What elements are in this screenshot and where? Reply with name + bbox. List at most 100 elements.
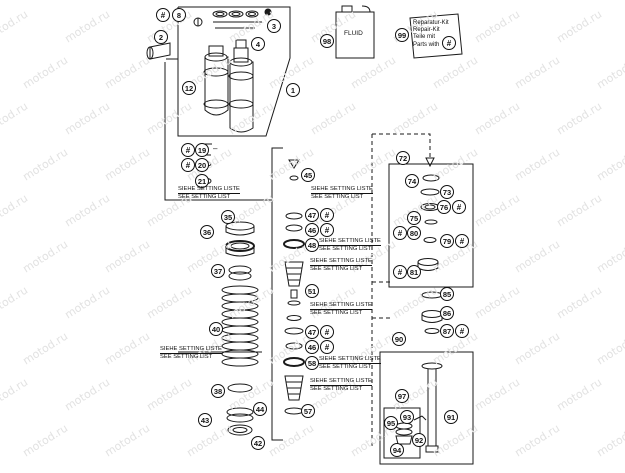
callout-98: 98 — [320, 34, 334, 48]
setting-list-de-3: SIEHE SETTING LISTE — [311, 186, 373, 194]
setting-list-de-1: SIEHE SETTING LISTE — [178, 186, 240, 194]
shock-assembly-group — [146, 6, 291, 137]
setting-list-label-3: SIEHE SETTING LISTE SEE SETTING LIST — [311, 186, 373, 201]
callout-20: 20 — [195, 158, 209, 172]
setting-list-en-8: SEE SETTING LIST — [310, 386, 363, 392]
callout-76: 76 — [437, 200, 451, 214]
callout-hash-81: # — [393, 265, 407, 279]
parts-85-87 — [421, 291, 443, 334]
callout-72: 72 — [396, 151, 410, 165]
callout-79: 79 — [440, 234, 454, 248]
callout-37: 37 — [211, 264, 225, 278]
callout-97: 97 — [395, 389, 409, 403]
fluid-can — [335, 5, 375, 59]
dash-19: – — [213, 144, 218, 153]
callout-57: 57 — [301, 404, 315, 418]
callout-hash-80: # — [393, 226, 407, 240]
setting-list-de-7: SIEHE SETTING LISTE — [319, 356, 381, 364]
leader-bracket-center — [271, 147, 283, 441]
setting-list-en-5: SEE SETTING LIST — [310, 266, 363, 272]
repair-kit-box — [409, 13, 463, 59]
setting-list-label-1: SIEHE SETTING LISTE SEE SETTING LIST — [178, 186, 240, 201]
callout-75: 75 — [407, 211, 421, 225]
setting-list-de-6: SIEHE SETTING LISTE — [310, 302, 372, 310]
assembly-frame — [177, 6, 291, 137]
setting-list-en-2: SEE SETTING LIST — [160, 354, 213, 360]
leader-bracket-left — [164, 62, 273, 201]
setting-list-de-4: SIEHE SETTING LISTE — [319, 238, 381, 246]
callout-91: 91 — [444, 410, 458, 424]
callout-21: 21 — [195, 174, 209, 188]
callout-92: 92 — [412, 433, 426, 447]
setting-list-en-3: SEE SETTING LIST — [311, 194, 364, 200]
callout-hash-kit: # — [442, 36, 456, 50]
callout-74: 74 — [405, 174, 419, 188]
setting-list-en-7: SEE SETTING LIST — [319, 364, 372, 370]
callout-hash-76: # — [452, 200, 466, 214]
callout-hash-20: # — [181, 158, 195, 172]
callout-38: 38 — [211, 384, 225, 398]
callout-58: 58 — [305, 356, 319, 370]
callout-12: 12 — [182, 81, 196, 95]
callout-99: 99 — [395, 28, 409, 42]
callout-42: 42 — [251, 436, 265, 450]
callout-94: 94 — [390, 443, 404, 457]
callout-47: 47 — [305, 208, 319, 222]
callout-hash-87: # — [455, 324, 469, 338]
callout-46: 46 — [305, 223, 319, 237]
piston-rod-box-90 — [379, 351, 474, 465]
callout-87: 87 — [440, 324, 454, 338]
fluid-label: FLUID — [344, 30, 363, 37]
callout-85: 85 — [440, 287, 454, 301]
setting-list-de-5: SIEHE SETTING LISTE — [310, 258, 372, 266]
callout-86: 86 — [440, 306, 454, 320]
setting-list-label-5: SIEHE SETTING LISTE SEE SETTING LIST — [310, 258, 372, 273]
callout-19: 19 — [195, 143, 209, 157]
callout-hash: # — [156, 8, 170, 22]
callout-47b: 47 — [305, 325, 319, 339]
callout-80: 80 — [407, 226, 421, 240]
repair-kit-line1: Reparatur-Kit — [413, 20, 449, 26]
callout-90: 90 — [392, 332, 406, 346]
callout-hash-47b: # — [320, 325, 334, 339]
callout-hash-19: # — [181, 143, 195, 157]
part-reservoir — [203, 45, 229, 116]
callout-45: 45 — [301, 168, 315, 182]
callout-73: 73 — [440, 185, 454, 199]
setting-list-en-4: SEE SETTING LIST — [319, 246, 372, 252]
callout-43: 43 — [198, 413, 212, 427]
setting-list-label-6: SIEHE SETTING LISTE SEE SETTING LIST — [310, 302, 372, 317]
repair-kit-line4: Parts with — [413, 41, 440, 48]
setting-list-label-4: SIEHE SETTING LISTE SEE SETTING LIST — [319, 238, 381, 253]
callout-81: 81 — [407, 265, 421, 279]
callout-hash-47: # — [320, 208, 334, 222]
callout-44: 44 — [253, 402, 267, 416]
callout-40: 40 — [209, 322, 223, 336]
repair-kit-line3: Teile mit — [413, 34, 436, 41]
setting-list-en-1: SEE SETTING LIST — [178, 194, 231, 200]
callout-hash-46b: # — [320, 340, 334, 354]
callout-51: 51 — [305, 284, 319, 298]
callout-48: 48 — [305, 238, 319, 252]
callout-1: 1 — [286, 83, 300, 97]
callout-35: 35 — [221, 210, 235, 224]
setting-list-de-8: SIEHE SETTING LISTE — [310, 378, 372, 386]
callout-2: 2 — [154, 30, 168, 44]
piston-stack — [283, 159, 305, 415]
callout-95: 95 — [384, 416, 398, 430]
setting-list-label-2: SIEHE SETTING LISTE SEE SETTING LIST — [160, 346, 222, 361]
callout-46b: 46 — [305, 340, 319, 354]
callout-3: 3 — [267, 19, 281, 33]
setting-list-label-7: SIEHE SETTING LISTE SEE SETTING LIST — [319, 356, 381, 371]
part-seal-set — [212, 8, 272, 29]
setting-list-label-8: SIEHE SETTING LISTE SEE SETTING LIST — [310, 378, 372, 393]
part-bolt-clevis — [146, 42, 178, 60]
callout-4: 4 — [251, 37, 265, 51]
callout-hash-79: # — [455, 234, 469, 248]
callout-93: 93 — [400, 410, 414, 424]
setting-list-en-6: SEE SETTING LIST — [310, 310, 363, 316]
callout-hash-46: # — [320, 223, 334, 237]
repair-kit-line2: Repair-Kit — [413, 27, 440, 34]
repair-kit-label: Reparatur-Kit Repair-Kit Teile mit Parts… — [413, 20, 449, 49]
